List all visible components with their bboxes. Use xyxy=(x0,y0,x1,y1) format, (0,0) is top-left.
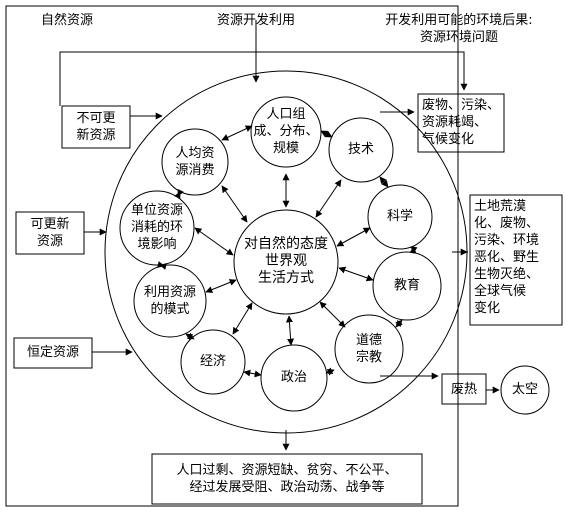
education-label: 教育 xyxy=(393,278,420,293)
per-capita-label: 人均资 源消费 xyxy=(175,146,215,178)
land-box xyxy=(469,194,563,326)
resource-use-label: 资源开发利用 xyxy=(216,13,295,28)
waste-heat-box xyxy=(441,373,487,405)
waste-heat-label: 废热 xyxy=(450,382,477,397)
unit-impact-node xyxy=(119,190,195,266)
science-label: 科学 xyxy=(386,209,413,224)
education-node xyxy=(372,251,442,321)
politics-label: 政治 xyxy=(280,370,307,385)
pollution-box xyxy=(417,93,505,153)
nonrenewable-label: 不可更 新资源 xyxy=(76,111,116,143)
use-mode-node xyxy=(133,264,207,338)
consequences-label: 开发利用可能的环境后果: 资源环境问题 xyxy=(385,13,533,45)
renewable-label: 可更新 资源 xyxy=(30,217,70,249)
constant-box xyxy=(13,337,93,369)
unit-impact-label: 单位资源 消耗的环 境影响 xyxy=(130,203,183,252)
religion-node xyxy=(334,314,404,384)
space-circle xyxy=(500,365,550,415)
natural-resources-label: 自然资源 xyxy=(40,13,93,28)
top-loop-line xyxy=(59,51,468,106)
outer-frame xyxy=(5,5,459,507)
population-label: 人口组 成、分布、 规模 xyxy=(253,107,319,156)
bottom-label: 人口过剩、资源短缺、贫穷、不公平、 经过发展受阻、政治动荡、战争等 xyxy=(176,463,398,495)
economy-node xyxy=(180,329,246,395)
nonrenewable-box xyxy=(61,105,131,149)
tech-label: 技术 xyxy=(347,142,374,157)
constant-label: 恒定资源 xyxy=(26,345,79,360)
religion-label: 道德 宗教 xyxy=(355,333,382,365)
center-node xyxy=(233,209,339,315)
bottom-box xyxy=(151,453,423,505)
center-label: 对自然的态度 世界观 生活方式 xyxy=(244,236,328,286)
economy-label: 经济 xyxy=(199,354,226,369)
land-label: 土地荒漠 化、废物、 污染、环境 恶化、野生 生物灭绝、 全球气候 变化 xyxy=(474,199,540,316)
renewable-box xyxy=(15,211,85,255)
space-label: 太空 xyxy=(511,382,538,397)
use-mode-label: 利用资源 的模式 xyxy=(143,285,196,317)
science-node xyxy=(367,184,433,250)
tech-node xyxy=(328,117,394,183)
pollution-label: 废物、污染、 资源耗竭、 气候变化 xyxy=(422,98,501,147)
per-capita-node xyxy=(161,128,229,196)
